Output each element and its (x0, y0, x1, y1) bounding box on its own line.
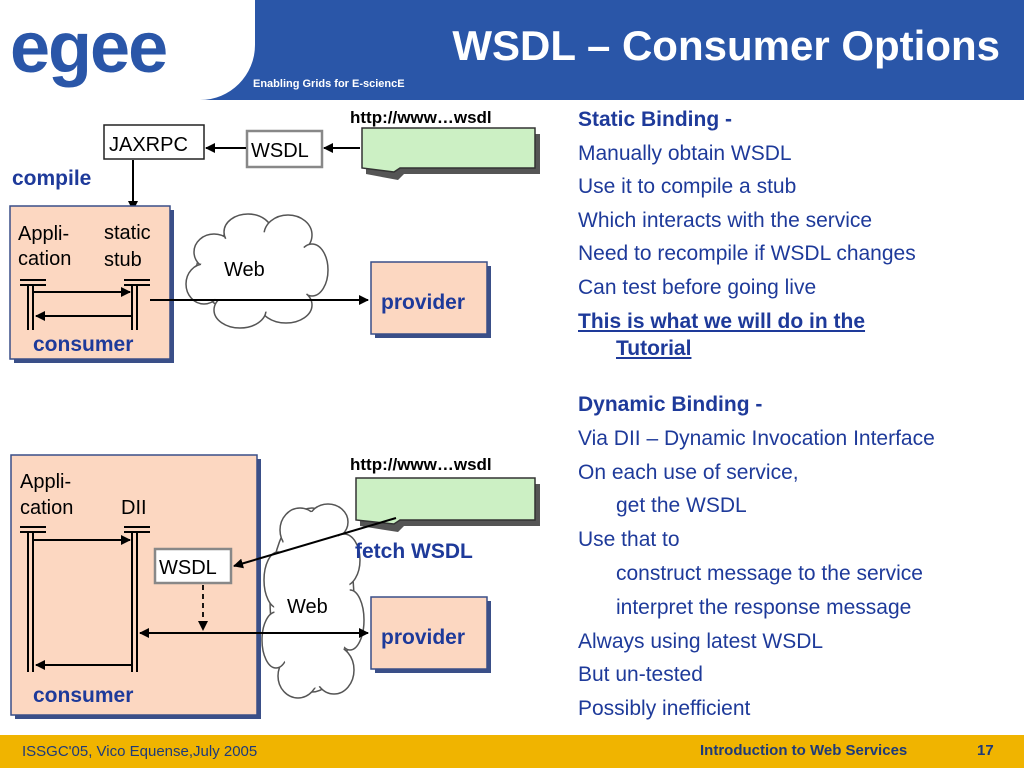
arrow-doc-to-wsdl-bottom (233, 517, 397, 569)
provider-label-top: provider (381, 291, 465, 314)
provider-box-bottom (370, 596, 488, 670)
dii-label: DII (121, 497, 147, 519)
web-label-top: Web (224, 259, 265, 281)
provider-box-top (370, 261, 488, 335)
wsdl-box-top (245, 129, 324, 169)
tagline: Enabling Grids for E-sciencE (253, 78, 405, 90)
consumer-box-bottom (10, 454, 258, 716)
wsdl-box-bottom (153, 547, 233, 585)
app-label-top-1: Appli- (18, 223, 69, 245)
static-line: Use it to compile a stub (578, 175, 797, 198)
dynamic-line: Possibly inefficient (578, 697, 751, 720)
app-label-bottom-2: cation (20, 497, 73, 519)
tutorial-note-line1: This is what we will do in the (578, 310, 866, 333)
url-label-top: http://www…wsdl (350, 108, 492, 127)
footer-bar: ISSGC'05, Vico Equense,July 2005 Introdu… (0, 735, 1024, 768)
lifeline-dii (124, 526, 150, 672)
static-line: Need to recompile if WSDL changes (578, 242, 916, 265)
dynamic-line: Via DII – Dynamic Invocation Interface (578, 427, 935, 450)
dynamic-line: interpret the response message (616, 596, 912, 619)
consumer-label-bottom: consumer (33, 684, 133, 707)
dynamic-line: Use that to (578, 528, 680, 551)
dynamic-line: construct message to the service (616, 562, 923, 585)
dynamic-binding-heading: Dynamic Binding - (578, 393, 763, 416)
wsdl-document-bottom (355, 477, 540, 532)
dynamic-line: On each use of service, (578, 461, 799, 484)
lifeline-app-top (20, 279, 46, 330)
wsdl-label-bottom: WSDL (159, 557, 217, 579)
static-line: Can test before going live (578, 276, 817, 299)
logo-text: egee (10, 8, 166, 88)
lifeline-app-bottom (20, 526, 46, 672)
wsdl-label-top: WSDL (251, 140, 309, 162)
static-line: Which interacts with the service (578, 209, 873, 232)
stub-label-1: static (104, 222, 151, 244)
provider-label-bottom: provider (381, 626, 465, 649)
app-label-bottom-1: Appli- (20, 471, 71, 493)
web-label-bottom: Web (287, 596, 328, 618)
jaxrpc-box (103, 124, 205, 160)
page-number: 17 (977, 742, 994, 759)
web-cloud-bottom (261, 503, 365, 699)
wsdl-document-top (361, 127, 540, 180)
app-label-top-2: cation (18, 248, 71, 270)
consumer-diagram: http://www…wsdl WSDL JAXRPC compile Appl… (9, 108, 540, 719)
url-label-bottom: http://www…wsdl (350, 455, 492, 474)
dynamic-line: But un-tested (578, 663, 703, 686)
tutorial-note-line2: Tutorial (616, 337, 692, 360)
consumer-box-top (9, 205, 171, 360)
static-line: Manually obtain WSDL (578, 142, 792, 165)
egee-logo: egee (10, 8, 168, 88)
slide-title: WSDL – Consumer Options (452, 22, 1000, 69)
static-binding-heading: Static Binding - (578, 108, 732, 131)
compile-label: compile (12, 167, 91, 190)
dynamic-line: get the WSDL (616, 494, 747, 517)
consumer-label-top: consumer (33, 333, 133, 356)
fetch-wsdl-label: fetch WSDL (355, 540, 473, 563)
dynamic-line: Always using latest WSDL (578, 630, 824, 653)
stub-label-2: stub (104, 249, 142, 271)
footer-event: ISSGC'05, Vico Equense,July 2005 (22, 743, 258, 760)
footer-course-title: Introduction to Web Services (700, 742, 908, 759)
lifeline-stub-top (124, 279, 150, 330)
logo-area: egee (0, 0, 255, 100)
jaxrpc-label: JAXRPC (109, 134, 188, 156)
